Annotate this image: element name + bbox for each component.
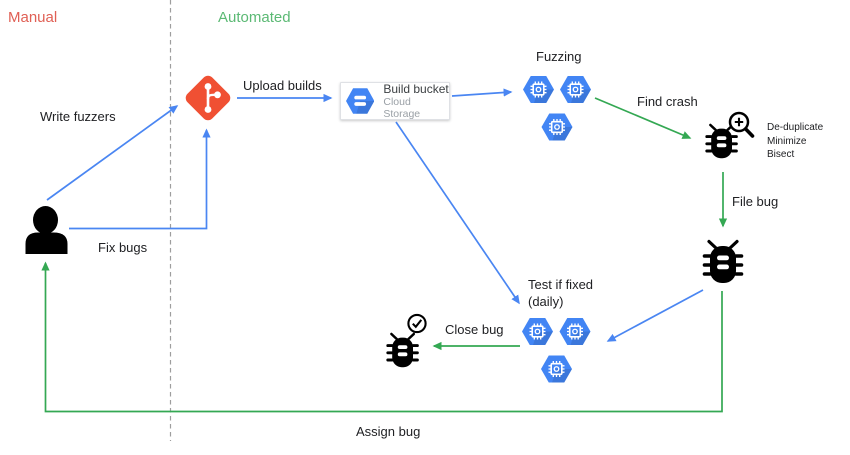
arrow-bug-to-test — [606, 289, 704, 342]
crash-step-bisect: Bisect — [767, 149, 795, 160]
build-bucket-subtitle: Cloud Storage — [383, 96, 421, 120]
test-if-fixed-compute-hexagon-cluster — [522, 318, 592, 384]
cloud-storage-hexagon-icon — [346, 88, 375, 114]
fix-bugs-label: Fix bugs — [98, 240, 148, 255]
build-bucket-node: Build bucket Cloud Storage — [340, 82, 450, 120]
arrow-write-fuzzers — [46, 105, 179, 201]
lane-label-automated: Automated — [218, 9, 291, 26]
test-if-fixed-line2: (daily) — [528, 294, 564, 309]
test-if-fixed-label: Test if fixed (daily) — [528, 276, 593, 310]
crash-processing-steps: De-duplicate Minimize Bisect — [767, 121, 823, 162]
bug-icon — [702, 239, 744, 285]
fuzzing-compute-hexagon-cluster — [523, 76, 592, 142]
bug-check-icon — [386, 313, 427, 369]
arrow-bucket-to-fuzzing — [451, 88, 513, 97]
assign-bug-label: Assign bug — [356, 424, 421, 439]
build-bucket-text: Build bucket Cloud Storage — [383, 82, 449, 120]
file-bug-label: File bug — [732, 194, 779, 209]
crash-step-minimize: Minimize — [767, 135, 807, 147]
build-bucket-title: Build bucket — [383, 82, 449, 96]
bug-magnifier-icon — [705, 111, 755, 160]
crash-step-deduplicate: De-duplicate — [767, 122, 824, 133]
arrow-find-crash — [594, 97, 692, 139]
upload-builds-label: Upload builds — [243, 78, 322, 93]
write-fuzzers-label: Write fuzzers — [40, 109, 116, 124]
arrow-assign-bug — [41, 261, 723, 413]
git-icon — [185, 75, 231, 121]
fuzzing-label: Fuzzing — [536, 49, 582, 64]
person-icon — [25, 206, 68, 254]
test-if-fixed-line1: Test if fixed — [528, 277, 594, 292]
lane-label-manual: Manual — [8, 9, 58, 26]
close-bug-label: Close bug — [445, 322, 504, 337]
arrow-bucket-to-test — [395, 121, 520, 305]
arrow-fix-bugs — [69, 128, 211, 230]
find-crash-label: Find crash — [637, 94, 698, 109]
